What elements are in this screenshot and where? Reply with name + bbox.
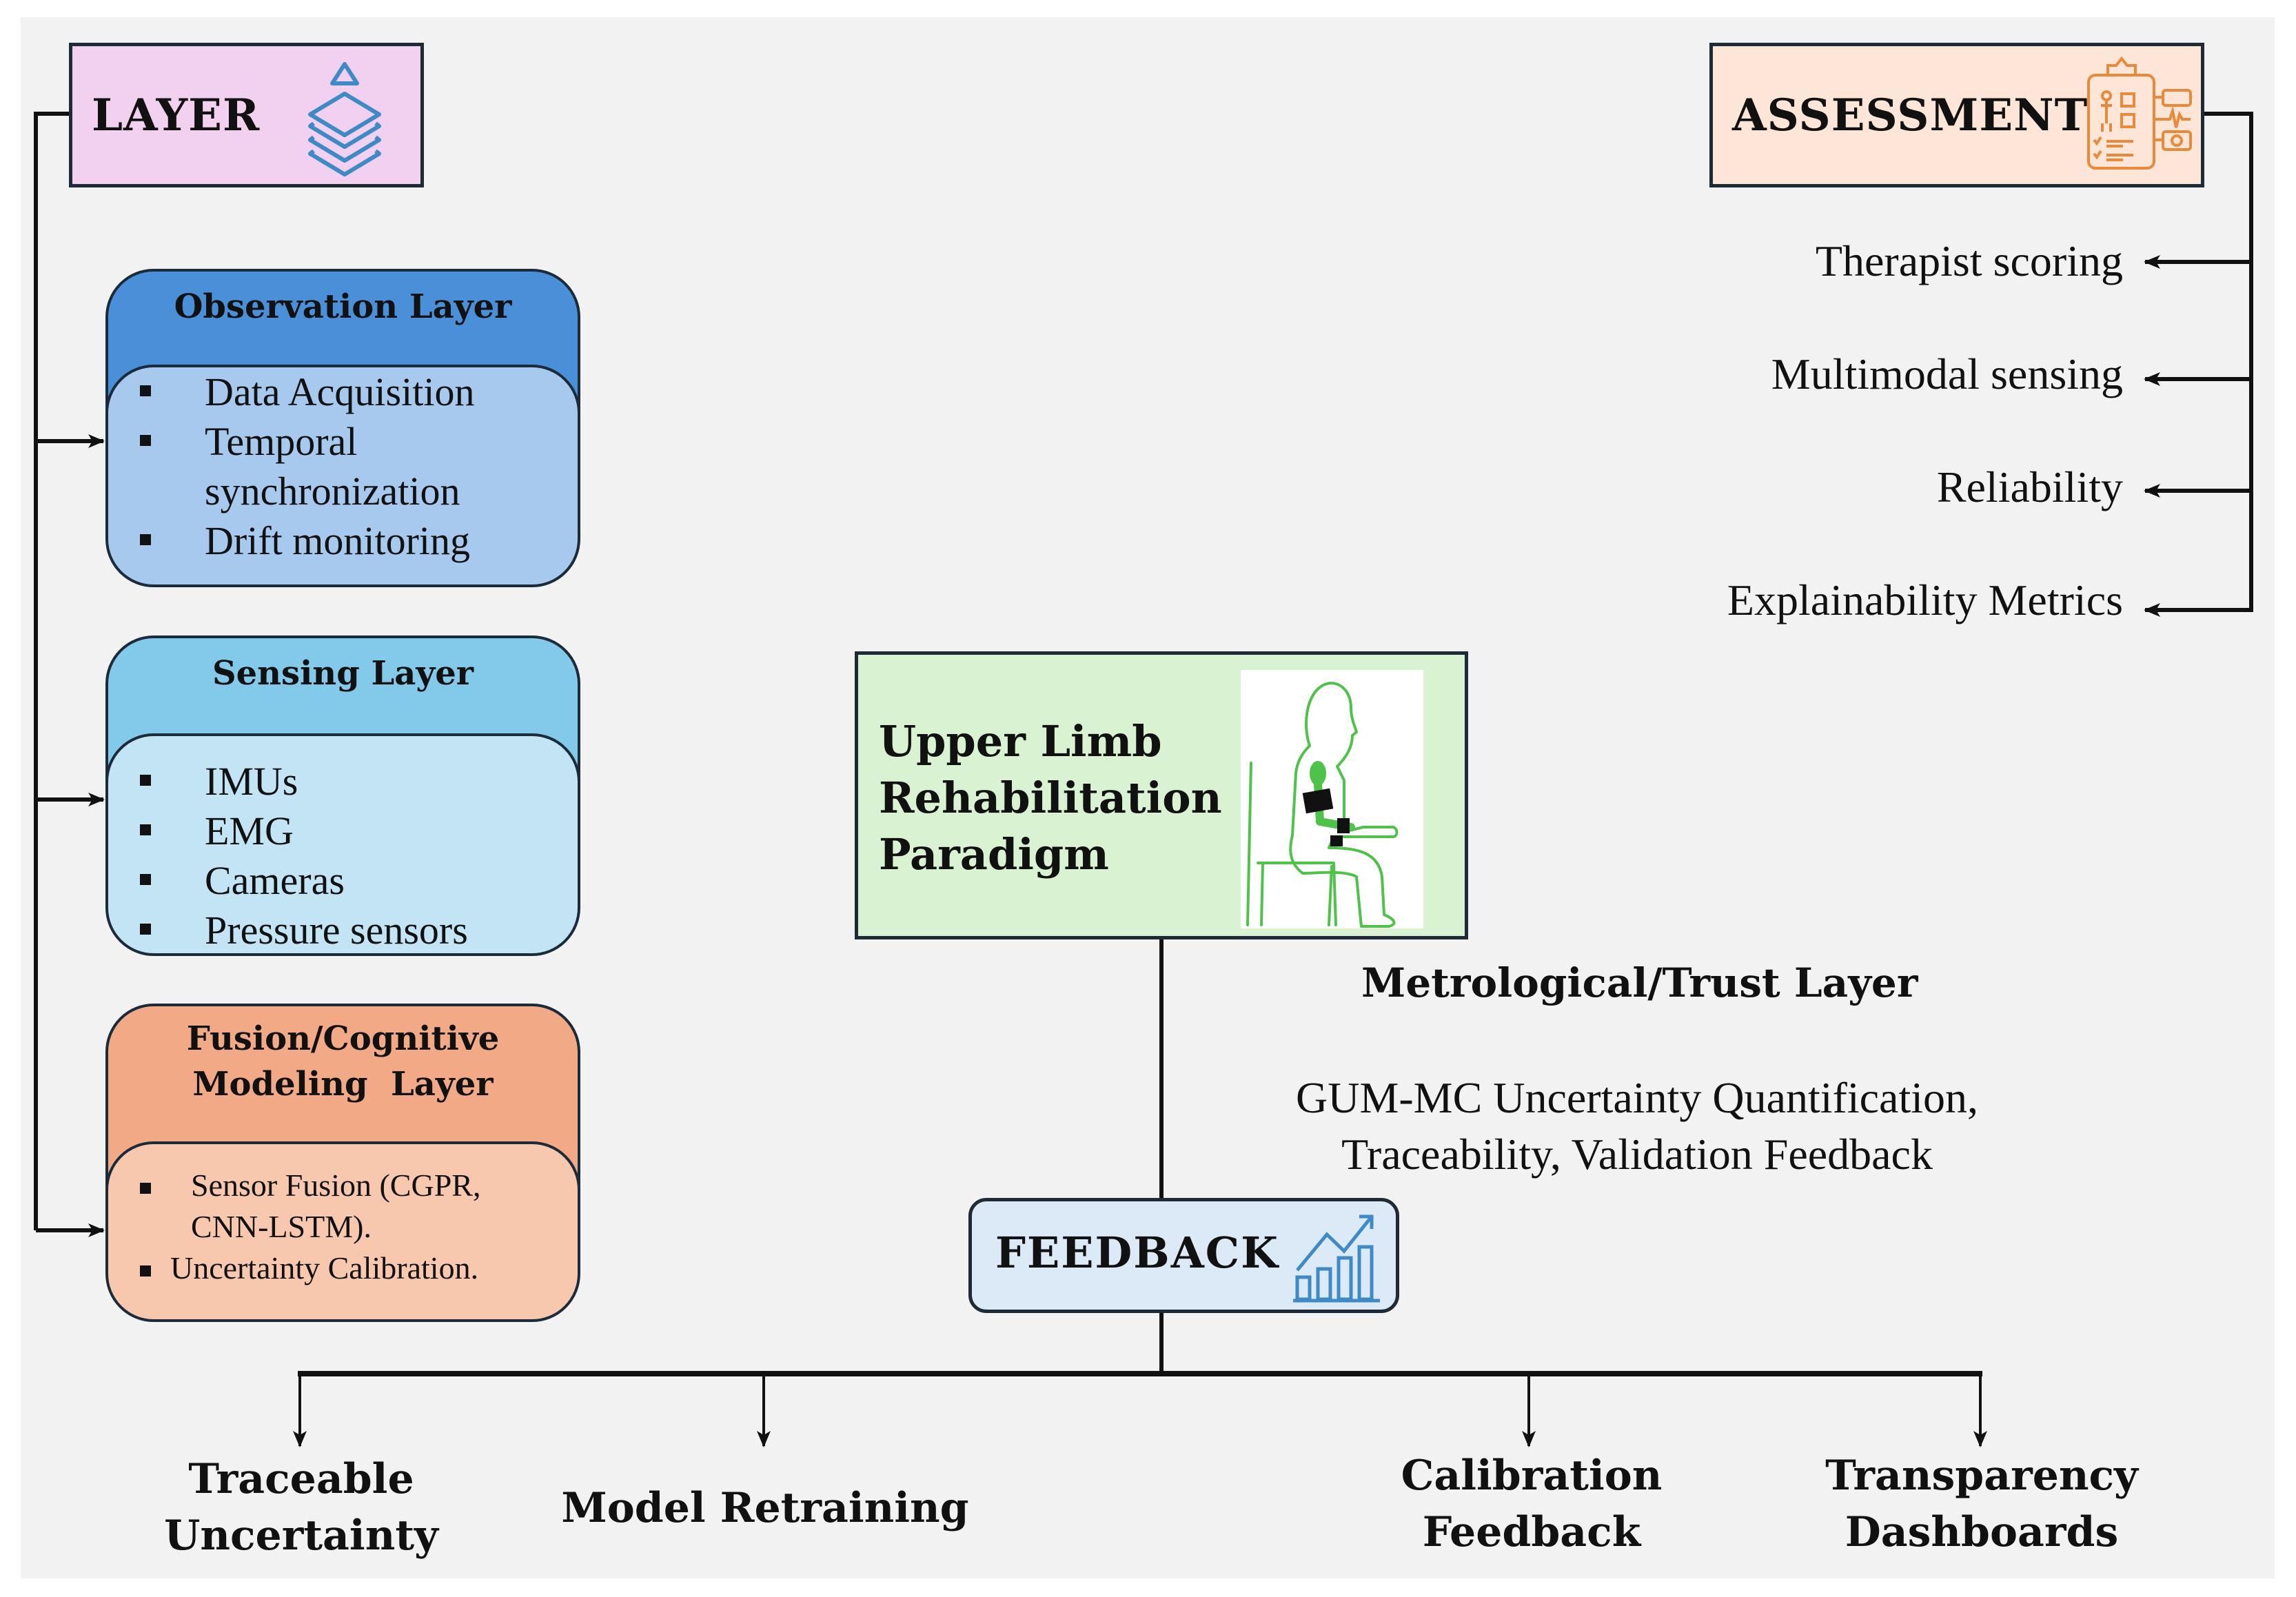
output-label-line: Traceable [188, 1455, 414, 1503]
trust-layer-line: GUM-MC Uncertainty Quantification, [1296, 1073, 1978, 1122]
assessment-item: Reliability [1936, 462, 2123, 511]
trust-layer-line: Traceability, Validation Feedback [1341, 1130, 1933, 1179]
paradigm-title-line: Upper Limb [879, 716, 1162, 766]
output-label-line: Uncertainty [164, 1512, 438, 1560]
fusion-item: Sensor Fusion (CGPR, CNN-LSTM). [108, 1165, 578, 1248]
sensing-item: IMUs [108, 757, 578, 806]
seated-person-with-arm-sensors-icon [1241, 670, 1423, 928]
output-label-line: Transparency [1825, 1452, 2138, 1500]
feedback-label: FEEDBACK [995, 1228, 1280, 1278]
output-transparency-dashboards: Transparency Dashboards [1825, 1447, 2138, 1560]
paradigm-box: Upper Limb Rehabilitation Paradigm [855, 651, 1468, 939]
output-label-line: Calibration [1401, 1452, 1663, 1500]
output-calibration-feedback: Calibration Feedback [1401, 1447, 1663, 1560]
trust-layer-description: GUM-MC Uncertainty Quantification, Trace… [1223, 1070, 2051, 1183]
sensing-item: Pressure sensors [108, 906, 578, 953]
fusion-item: Uncertainty Calibration. [108, 1248, 578, 1289]
feedback-box: FEEDBACK [968, 1198, 1399, 1313]
fusion-layer-title-line1: Fusion/Cognitive [186, 1019, 500, 1058]
sensing-layer-body: IMUs EMG Cameras Pressure sensors [108, 733, 578, 953]
assessment-item: Explainability Metrics [1727, 576, 2123, 624]
observation-item: Drift monitoring [108, 516, 578, 566]
output-label-line: Feedback [1422, 1508, 1641, 1556]
fusion-layer-title-line2: Modeling Layer [192, 1065, 494, 1103]
trust-layer-title: Metrological/Trust Layer [1361, 959, 1918, 1006]
paradigm-title-line: Rehabilitation [879, 773, 1222, 823]
growth-chart-icon [1289, 1208, 1385, 1305]
assessment-header-box: ASSESSMENT [1709, 43, 2204, 187]
observation-layer-body: Data Acquisition Temporal synchronizatio… [108, 365, 578, 584]
assessment-header-label: ASSESSMENT [1732, 89, 2089, 141]
fusion-layer-body: Sensor Fusion (CGPR, CNN-LSTM). Uncertai… [108, 1141, 578, 1319]
output-label-line: Dashboards [1845, 1508, 2119, 1556]
paradigm-title-line: Paradigm [879, 829, 1109, 879]
assessment-item: Therapist scoring [1815, 236, 2123, 285]
assessment-items: Therapist scoring Multimodal sensing Rel… [1585, 227, 2123, 641]
clipboard-assessment-icon [2082, 56, 2195, 173]
observation-layer-title: Observation Layer [174, 287, 512, 326]
output-traceable-uncertainty: Traceable Uncertainty [164, 1451, 438, 1564]
sensing-layer-card: Sensing Layer IMUs EMG Cameras Pressure … [105, 635, 580, 956]
output-model-retraining: Model Retraining [561, 1480, 968, 1536]
paradigm-title: Upper Limb Rehabilitation Paradigm [879, 713, 1222, 883]
layer-header-box: LAYER [69, 43, 424, 187]
stacked-layers-icon [283, 56, 407, 180]
observation-layer-card: Observation Layer Data Acquisition Tempo… [105, 269, 580, 587]
sensing-layer-title: Sensing Layer [212, 654, 474, 693]
sensing-item: Cameras [108, 856, 578, 906]
observation-item: Data Acquisition [108, 367, 578, 417]
fusion-layer-card: Fusion/Cognitive Modeling Layer Sensor F… [105, 1004, 580, 1322]
observation-item: Temporal synchronization [108, 417, 578, 516]
layer-header-label: LAYER [92, 89, 261, 141]
sensing-item: EMG [108, 806, 578, 856]
output-label-line: Model Retraining [561, 1484, 969, 1532]
fusion-layer-title: Fusion/Cognitive Modeling Layer [108, 1016, 578, 1107]
assessment-item: Multimodal sensing [1771, 349, 2123, 398]
